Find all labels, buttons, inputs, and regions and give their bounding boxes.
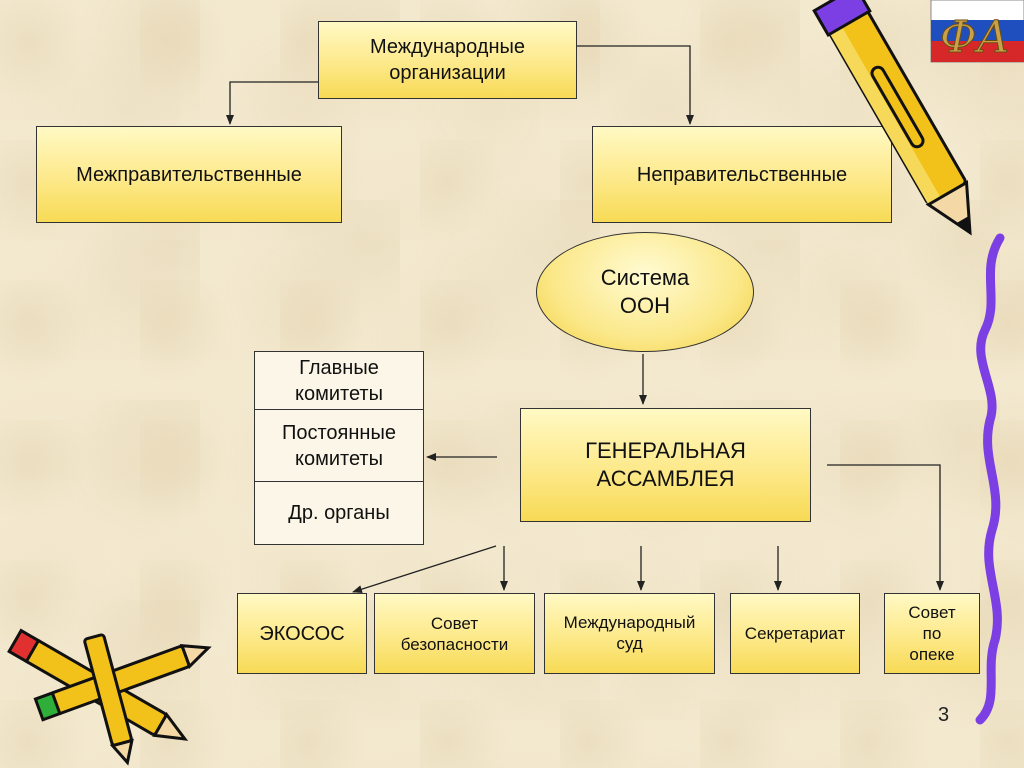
node-security-council: Совет безопасности: [374, 593, 535, 674]
crossed-pencils-icon: [7, 628, 212, 766]
logo-icon: ФА: [930, 0, 1024, 64]
node-standing-committees: Постоянные комитеты: [254, 409, 424, 482]
node-international-court: Международный суд: [544, 593, 715, 674]
arrow-to-ecosoc: [352, 545, 497, 594]
pencil-icon: [812, 0, 972, 236]
node-nongovernmental: Неправительственные: [592, 126, 892, 223]
node-un-system: Система ООН: [536, 232, 754, 352]
node-international-organizations: Международные организации: [318, 21, 577, 99]
svg-text:ФА: ФА: [940, 12, 1010, 63]
page-number: 3: [938, 704, 950, 726]
node-trusteeship-council: Совет по опеке: [884, 593, 980, 674]
node-general-assembly: ГЕНЕРАЛЬНАЯ АССАМБЛЕЯ: [520, 408, 811, 522]
arrow-to-intergovernmental: [226, 81, 318, 125]
node-intergovernmental: Межправительственные: [36, 126, 342, 223]
squiggle-decoration: [975, 233, 1005, 725]
node-secretariat: Секретариат: [730, 593, 860, 674]
node-other-bodies: Др. органы: [254, 481, 424, 545]
arrow-to-trusteeship: [827, 464, 944, 591]
arrow-to-nongovernmental: [577, 45, 694, 125]
node-main-committees: Главные комитеты: [254, 351, 424, 410]
node-ecosoc: ЭКОСОС: [237, 593, 367, 674]
